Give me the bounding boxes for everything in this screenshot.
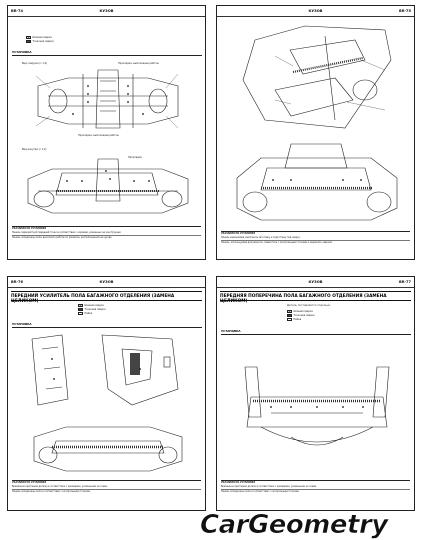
- section-label: УСТАНОВКА: [12, 50, 202, 56]
- note-2: Панель, используемая для ремонта, совмес…: [221, 241, 333, 244]
- spot-weld-swatch: [26, 40, 31, 44]
- page-header: BR-75 КУЗОВ: [217, 6, 414, 17]
- seam-weld-swatch: [78, 304, 83, 307]
- callout-c: Прокладка: [128, 156, 142, 159]
- page-title: ПЕРЕДНИЙ УСИЛИТЕЛЬ ПОЛА БАГАЖНОГО ОТДЕЛЕ…: [11, 291, 202, 304]
- note-2: Панель поперечины пола, выполните работы…: [12, 236, 113, 239]
- floor-crossmember-top-diagram: [242, 25, 392, 129]
- page-code: BR-76: [11, 280, 23, 284]
- trunk-crossmember-diagram: [244, 366, 390, 446]
- weld-legend: Шовная сварка Точечная сварка Пайка: [78, 304, 106, 317]
- page-header: BR-74 КУЗОВ: [8, 6, 205, 17]
- floor-inner-view-diagram: [27, 158, 189, 214]
- note-1: Панель заменяемая, выполнить заготовку и…: [221, 235, 301, 239]
- section-label: УСТАНОВКА: [221, 329, 411, 335]
- page-code: BR-77: [399, 280, 411, 284]
- page-section: КУЗОВ: [308, 280, 323, 284]
- reinforcement-detail-diagram: [31, 334, 179, 406]
- view-caption-inside: Вид изнутри (с 1-2): [22, 148, 47, 151]
- note-1: Временное крепление детали в соответстви…: [12, 484, 108, 488]
- callout-b: Прокладка, выполнение работы: [78, 134, 119, 137]
- watermark-text: CarGeometry: [200, 510, 389, 540]
- installation-notes: УКАЗАНИЯ ПО УСТАНОВКЕ Панель перекрёстно…: [12, 226, 201, 240]
- page-section: КУЗОВ: [99, 9, 114, 13]
- spot-weld-swatch: [78, 308, 83, 312]
- page-subtitle: Деталь поставляется отдельно.: [287, 304, 331, 307]
- page-code: BR-74: [11, 9, 23, 13]
- note-1: Временное крепление детали в соответстви…: [221, 484, 317, 488]
- manual-page-4: BR-77 КУЗОВ ПЕРЕДНЯЯ ПОПЕРЕЧИНА ПОЛА БАГ…: [216, 276, 415, 511]
- note-2: Панель поперечины пола в соответствии с …: [12, 490, 91, 493]
- page-header: BR-77 КУЗОВ: [217, 277, 414, 288]
- installation-notes: УКАЗАНИЯ ПО УСТАНОВКЕ Временное креплени…: [12, 480, 201, 494]
- floor-outer-view-diagram: [35, 69, 179, 129]
- manual-page-3: BR-76 КУЗОВ ПЕРЕДНИЙ УСИЛИТЕЛЬ ПОЛА БАГА…: [7, 276, 206, 511]
- brazing-swatch: [287, 318, 292, 322]
- callout-a: Прокладка, выполнение работы: [118, 62, 159, 65]
- manual-page-2: BR-75 КУЗОВ УКАЗАНИЯ ПО УСТАНО: [216, 5, 415, 260]
- spot-weld-swatch: [287, 314, 292, 318]
- page-header: BR-76 КУЗОВ: [8, 277, 205, 288]
- page-code: BR-75: [399, 9, 411, 13]
- floor-crossmember-side-diagram: [236, 143, 398, 221]
- weld-legend: Шовная сварка Точечная сварка Пайка: [287, 310, 315, 323]
- seam-weld-swatch: [26, 36, 31, 39]
- installation-notes: УКАЗАНИЯ ПО УСТАНОВКЕ Временное креплени…: [221, 480, 410, 494]
- reinforcement-overview-diagram: [33, 426, 183, 472]
- installation-notes: УКАЗАНИЯ ПО УСТАНОВКЕ Панель заменяемая,…: [221, 231, 410, 245]
- cargeometry-watermark-logo: CarGeometry: [200, 510, 390, 540]
- page-title: ПЕРЕДНЯЯ ПОПЕРЕЧИНА ПОЛА БАГАЖНОГО ОТДЕЛ…: [220, 291, 411, 304]
- brazing-swatch: [78, 312, 83, 316]
- view-caption-outside: Вид снаружи (с 1-2): [22, 62, 48, 65]
- section-label: УСТАНОВКА: [12, 322, 202, 328]
- note-2: Панель поперечины пола в соответствии с …: [221, 490, 300, 493]
- page-section: КУЗОВ: [308, 9, 323, 13]
- seam-weld-swatch: [287, 310, 292, 313]
- manual-page-1: BR-74 КУЗОВ УСТАНОВКА Шовная сварка Точе…: [7, 5, 206, 260]
- weld-legend: Шовная сварка Точечная сварка: [26, 36, 54, 44]
- page-section: КУЗОВ: [99, 280, 114, 284]
- note-1: Панель перекрёстной передней точки в соо…: [12, 230, 122, 234]
